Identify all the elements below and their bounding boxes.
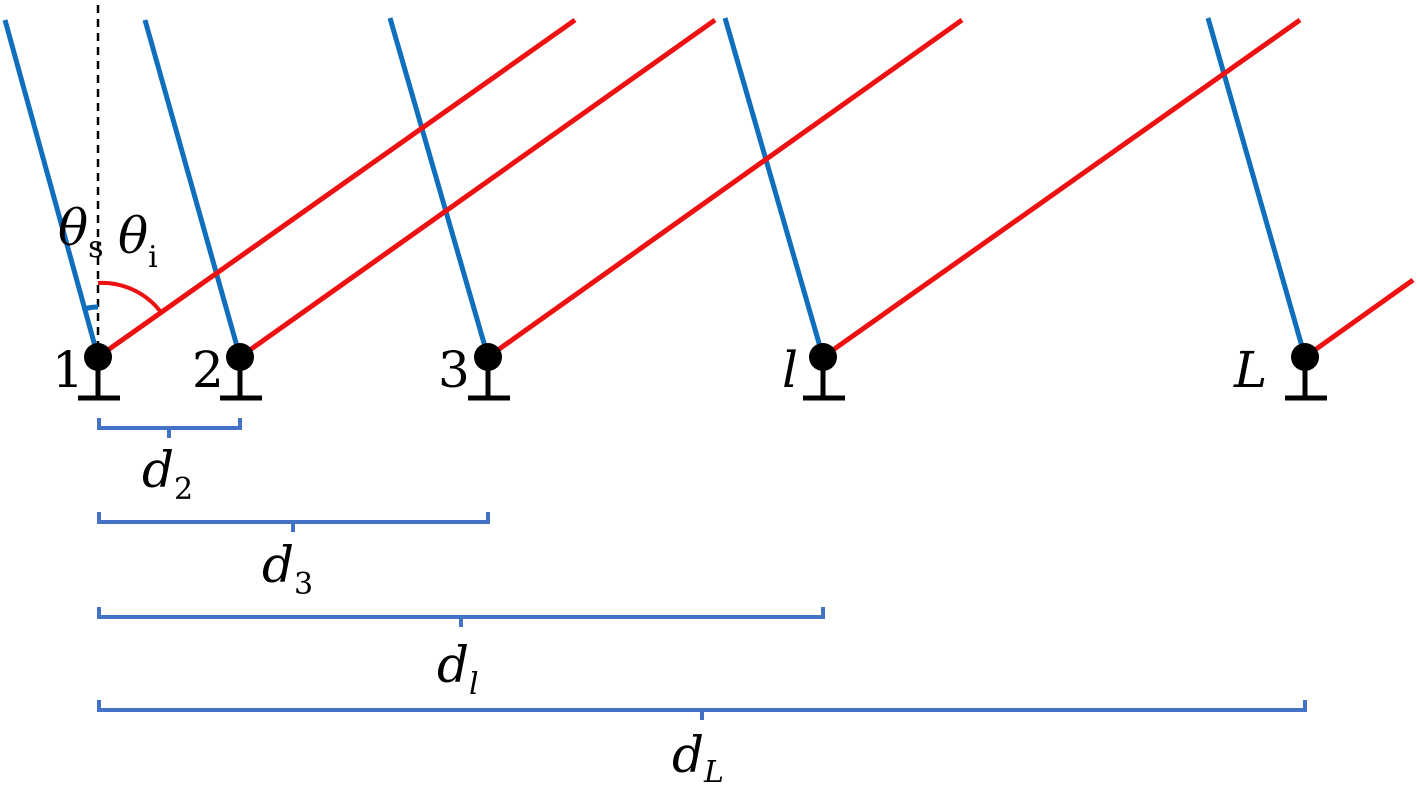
scattered-ray-1 (2, 19, 101, 358)
scatter-angle-arc (83, 304, 99, 312)
incident-rays (96, 17, 1415, 360)
distance-label-d3: d3 (262, 536, 313, 602)
incident-angle-label: θi (118, 207, 158, 275)
sensor-label-2: 2 (192, 341, 224, 399)
scattered-rays (2, 17, 1308, 358)
distance-brace-l (97, 607, 825, 627)
sensor-L (1285, 343, 1327, 401)
sensor-node-icon (226, 343, 254, 371)
scattered-ray-l (722, 17, 826, 358)
distance-label-dL: dL (672, 726, 724, 790)
incident-ray-L (1303, 277, 1415, 360)
sensor-label-1: 1 (52, 341, 84, 399)
sensor-node-icon (84, 343, 112, 371)
distance-label-dl: dl (437, 636, 479, 702)
scattered-ray-3 (387, 17, 491, 358)
distance-brace-2 (97, 418, 242, 438)
scattered-ray-2 (142, 19, 243, 358)
sensor-node-icon (809, 343, 837, 371)
incident-ray-2 (238, 17, 717, 360)
sensor-3 (468, 343, 510, 401)
incident-ray-1 (96, 17, 577, 360)
sensor-1 (78, 343, 120, 401)
sensor-2 (220, 343, 262, 401)
sensor-node-icon (474, 343, 502, 371)
scatter-angle-label: θs (58, 199, 104, 265)
scattered-ray-L (1205, 17, 1308, 358)
distance-brace-L (97, 700, 1307, 720)
incident-ray-l (821, 17, 1302, 360)
sensor-l (803, 343, 845, 401)
distance-brace-3 (97, 512, 490, 532)
incident-ray-3 (486, 17, 964, 360)
sensor-node-icon (1291, 343, 1319, 371)
sensor-label-L: L (1233, 341, 1267, 399)
distance-label-d2: d2 (142, 441, 193, 507)
sensor-label-l: l (782, 341, 798, 399)
incident-angle-arc (97, 280, 162, 313)
sensor-label-3: 3 (438, 341, 470, 399)
